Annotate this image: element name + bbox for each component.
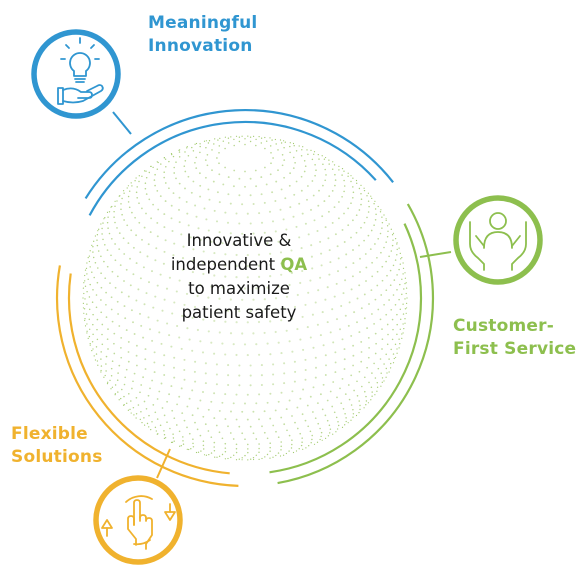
center-line1: Innovative & bbox=[186, 231, 292, 250]
flexible-label: Flexible Solutions bbox=[11, 423, 103, 469]
lightbulb-hand-icon bbox=[31, 29, 121, 119]
customer-inner-arc bbox=[269, 223, 423, 474]
flexible-connector bbox=[156, 448, 171, 479]
innovation-label: Meaningful Innovation bbox=[148, 12, 257, 58]
hand-arrows-icon bbox=[93, 475, 183, 565]
customer-outer-arc bbox=[277, 203, 435, 485]
flexible-outer-arc bbox=[55, 265, 239, 487]
flexible-label-line1: Flexible bbox=[11, 424, 88, 444]
customer-label-line1: Customer- bbox=[453, 316, 554, 336]
innovation-inner-arc bbox=[88, 120, 377, 216]
person-hands-icon bbox=[453, 195, 543, 285]
customer-connector bbox=[419, 251, 452, 258]
innovation-label-line1: Meaningful bbox=[148, 13, 258, 33]
flexible-inner-arc bbox=[67, 273, 230, 475]
center-line2: independent QA bbox=[150, 253, 328, 277]
center-line3: to maximize bbox=[188, 279, 290, 298]
dotted-sphere bbox=[82, 135, 408, 461]
flexible-arcs bbox=[55, 265, 239, 487]
innovation-label-line2: Innovation bbox=[148, 36, 253, 56]
innovation-arcs bbox=[84, 108, 394, 216]
customer-label: Customer- First Service bbox=[453, 315, 576, 361]
customer-label-line2: First Service bbox=[453, 339, 577, 359]
center-qa-highlight: QA bbox=[280, 255, 308, 274]
flexible-label-line2: Solutions bbox=[11, 447, 103, 467]
customer-arcs bbox=[269, 203, 452, 485]
center-line4: patient safety bbox=[181, 303, 297, 322]
innovation-connector bbox=[112, 111, 132, 135]
center-line2-prefix: independent bbox=[170, 255, 281, 274]
innovation-outer-arc bbox=[84, 108, 394, 199]
center-statement: Innovative & independent QA to maximize … bbox=[150, 229, 328, 325]
